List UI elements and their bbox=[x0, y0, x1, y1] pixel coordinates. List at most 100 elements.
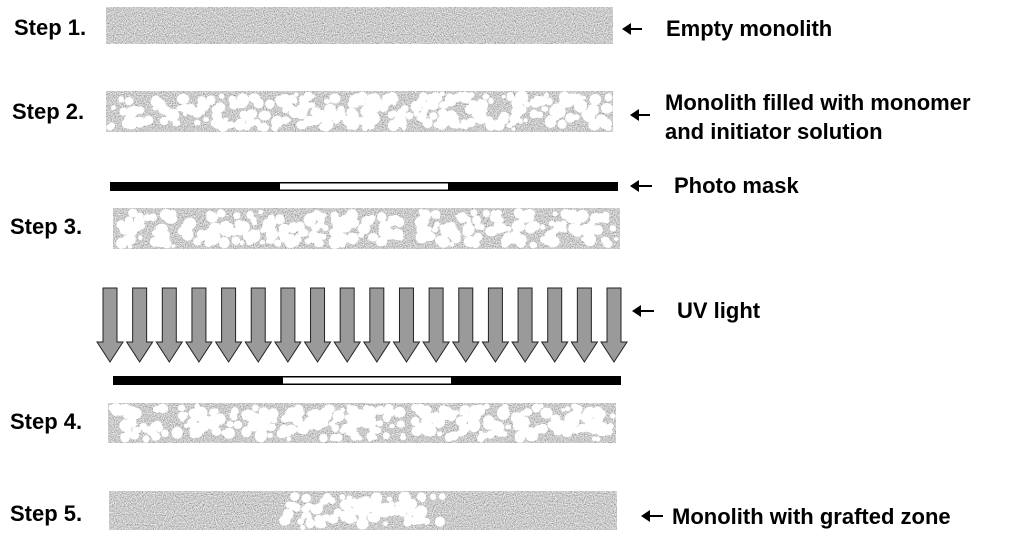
pore bbox=[120, 432, 130, 443]
pore bbox=[377, 212, 387, 222]
pore bbox=[478, 431, 484, 435]
pore bbox=[592, 436, 597, 442]
pore bbox=[182, 112, 187, 116]
pore bbox=[464, 216, 471, 223]
pore bbox=[316, 520, 327, 529]
pore bbox=[127, 244, 133, 249]
pore bbox=[305, 518, 315, 529]
pore bbox=[139, 422, 148, 430]
pore bbox=[438, 108, 448, 118]
pore bbox=[317, 417, 329, 428]
pore bbox=[549, 241, 557, 248]
uv-light-label: UV light bbox=[677, 298, 761, 323]
uv-arrow-icon bbox=[422, 287, 451, 363]
pore bbox=[602, 117, 608, 123]
pore bbox=[452, 410, 460, 416]
pore bbox=[596, 426, 609, 437]
pore bbox=[581, 95, 587, 100]
pore bbox=[377, 505, 391, 518]
pore bbox=[548, 234, 556, 240]
pore bbox=[574, 99, 587, 113]
grafted-zone-label: Monolith with grafted zone bbox=[672, 504, 951, 529]
pore bbox=[548, 220, 555, 227]
pore bbox=[595, 436, 601, 442]
pore bbox=[550, 103, 564, 117]
pore bbox=[271, 124, 279, 132]
pore bbox=[419, 496, 426, 503]
pore bbox=[543, 92, 550, 98]
pore bbox=[288, 107, 302, 118]
pore bbox=[117, 409, 124, 416]
pore bbox=[339, 499, 352, 511]
pore bbox=[246, 109, 258, 119]
pore bbox=[413, 110, 420, 117]
pore bbox=[528, 221, 540, 232]
pore bbox=[415, 505, 428, 518]
pore bbox=[194, 119, 201, 126]
pore bbox=[356, 98, 366, 106]
pore bbox=[119, 107, 128, 116]
pore bbox=[573, 426, 581, 434]
pore bbox=[526, 428, 539, 441]
pore bbox=[607, 423, 614, 430]
pore bbox=[276, 242, 282, 247]
pore bbox=[529, 210, 536, 217]
pore bbox=[396, 233, 404, 241]
pore bbox=[396, 420, 405, 428]
pore bbox=[261, 123, 269, 132]
pore bbox=[299, 97, 308, 105]
pore bbox=[579, 218, 586, 223]
pore bbox=[259, 240, 265, 245]
pore bbox=[296, 120, 308, 130]
pore bbox=[203, 117, 209, 122]
pore bbox=[197, 96, 206, 106]
pore bbox=[590, 213, 602, 224]
pore bbox=[404, 498, 417, 510]
pore bbox=[127, 406, 136, 415]
pore bbox=[183, 411, 188, 417]
pore bbox=[255, 229, 261, 236]
pore bbox=[307, 410, 314, 417]
pore bbox=[308, 230, 318, 240]
pore bbox=[541, 106, 549, 112]
pore bbox=[206, 226, 219, 238]
pore bbox=[601, 211, 610, 220]
uv-arrow-icon bbox=[273, 287, 302, 363]
uv-arrow-icon bbox=[333, 287, 362, 363]
pore bbox=[531, 403, 541, 413]
pore bbox=[291, 98, 298, 104]
pore bbox=[156, 424, 163, 432]
pore bbox=[301, 493, 312, 503]
pore bbox=[512, 220, 525, 232]
pore bbox=[322, 113, 329, 120]
pore bbox=[318, 122, 330, 131]
pore bbox=[279, 98, 290, 109]
arrow-left-icon bbox=[641, 509, 663, 523]
uv-arrow-icon bbox=[96, 287, 124, 363]
pore bbox=[367, 437, 372, 442]
pore bbox=[333, 508, 342, 517]
pore bbox=[421, 405, 432, 414]
pore bbox=[433, 121, 442, 129]
pore bbox=[324, 98, 330, 104]
pore bbox=[378, 227, 388, 238]
pore bbox=[425, 93, 437, 104]
pore bbox=[183, 423, 189, 429]
pore bbox=[433, 225, 438, 230]
pore bbox=[562, 104, 567, 109]
pore bbox=[324, 103, 336, 114]
pore bbox=[319, 433, 328, 443]
pore bbox=[386, 92, 398, 105]
pore bbox=[142, 435, 150, 443]
pore bbox=[400, 433, 406, 438]
pore bbox=[258, 209, 264, 215]
pore bbox=[389, 423, 395, 429]
pore bbox=[211, 105, 221, 114]
arrow-left-icon bbox=[630, 108, 650, 122]
pore bbox=[279, 515, 291, 526]
pore bbox=[199, 109, 205, 115]
pore bbox=[531, 101, 539, 108]
pore bbox=[202, 426, 209, 431]
pore bbox=[267, 408, 279, 420]
pore bbox=[223, 427, 235, 439]
